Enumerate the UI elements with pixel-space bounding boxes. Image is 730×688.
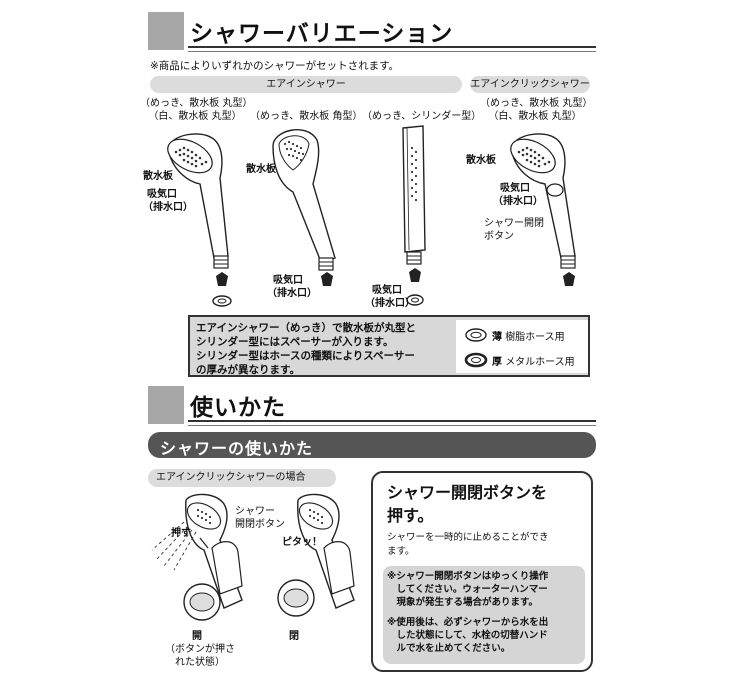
caption-click-white: （白、散水板 丸型） [488,111,582,122]
label-onoff-button-2: ボタン [484,231,514,242]
click-shower-subhead: エアインクリックシャワーの場合 [148,469,336,487]
shower-round-illustration [167,133,232,307]
label-drain-4: （排水口） [493,196,543,207]
caption-square: （めっき、散水板 角型） [250,111,363,122]
header-square-decoration [148,386,184,424]
label-open-note-1: （ボタンが押さ [165,644,235,655]
label-spray-plate-1: 散水板 [143,171,173,182]
shower-click-illustration [510,133,576,286]
section-header-usage: 使いかた [148,386,596,426]
section-title-usage: 使いかた [190,395,286,421]
set-note: ※商品によりいずれかのシャワーがセットされます。 [150,60,400,72]
shower-cylinder-illustration [402,125,426,306]
instruction-heading: シャワー開閉ボタンを 押す。 [387,483,548,525]
thin-spacer-icon [465,328,487,342]
label-drain-2: （排水口） [267,288,317,299]
spacer-info-box: エアインシャワー（めっき）で散水板が丸型と シリンダー型にはスペーサーが入ります… [188,315,590,377]
label-click-sound: ピタッ！ [282,537,322,548]
instruction-description: シャワーを一時的に止めることができ ます。 [387,532,549,557]
usage-band: シャワーの使いかた [148,432,596,458]
caution-1: ※シャワー開閉ボタンはゆっくり操作 してください。ウォーターハンマー 現象が発生… [387,571,549,608]
header-square-decoration [148,12,184,50]
label-spray-plate-4: 散水板 [466,155,496,166]
label-onoff-button-1: シャワー開閉 [484,218,544,229]
section-header-variations: シャワーバリエーション [148,12,596,52]
label-intake-1: 吸気口 [147,189,177,200]
label-drain-3: （排水口） [365,298,415,309]
label-close: 閉 [289,631,299,642]
caution-box: ※シャワー開閉ボタンはゆっくり操作 してください。ウォーターハンマー 現象が発生… [383,566,585,664]
label-button-2: 開閉ボタン [235,519,285,530]
label-open-note-2: れた状態） [175,657,225,668]
caption-click-plated: （めっき、散水板 丸型） [480,98,593,109]
label-open: 開 [192,631,202,642]
spacer-thin: 薄 樹脂ホース用 [464,325,565,345]
caption-cylinder: （めっき、シリンダー型） [362,111,482,122]
spacer-thick: 厚 メタルホース用 [464,350,575,370]
caption-round-plated: （めっき、散水板 丸型） [140,98,253,109]
label-intake-2: 吸気口 [273,275,303,286]
label-push: 押す [171,528,191,539]
usage-close-illustration [277,493,355,617]
group-label-aerin-click: エアインクリックシャワー [470,76,590,93]
usage-open-illustration [151,493,243,621]
label-intake-3: 吸気口 [372,285,402,296]
thick-spacer-icon [464,352,488,368]
caption-round-white: （白、散水板 丸型） [148,111,242,122]
section-title: シャワーバリエーション [190,21,454,47]
caution-2: ※使用後は、必ずシャワーから水を出 した状態にして、水栓の切替ハンド ルで水を止… [387,617,549,654]
shower-square-illustration [272,129,336,286]
group-label-aerin: エアインシャワー [150,76,462,93]
label-drain-1: （排水口） [143,202,193,213]
instruction-box: シャワー開閉ボタンを 押す。 シャワーを一時的に止めることができ ます。 ※シャ… [371,471,593,672]
label-intake-4: 吸気口 [500,183,530,194]
label-spray-plate-2: 散水板 [246,164,276,175]
label-button-1: シャワー [235,506,275,517]
